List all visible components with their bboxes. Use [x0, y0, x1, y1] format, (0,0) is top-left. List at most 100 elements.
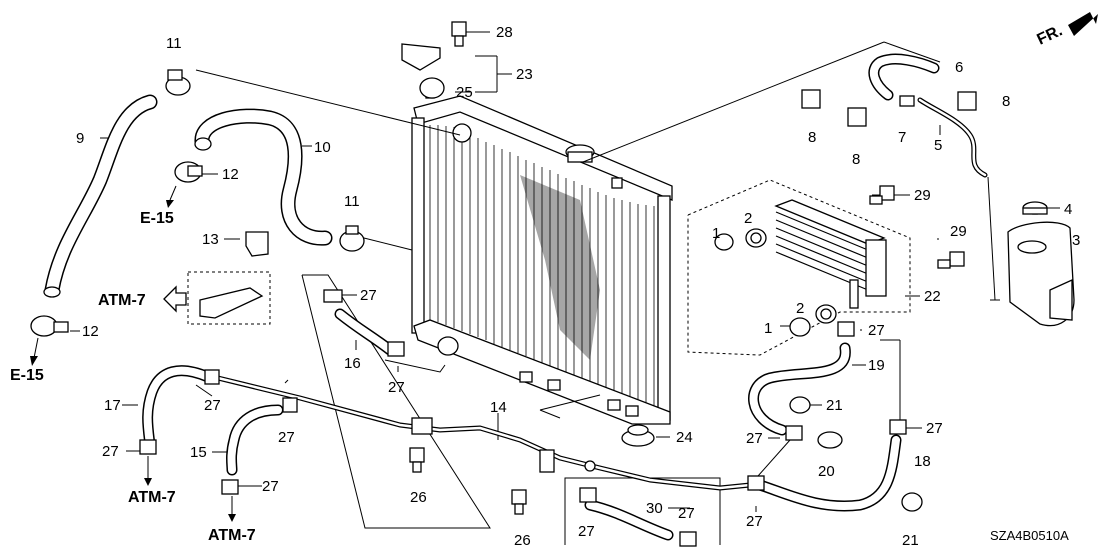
radiator-boss — [607, 399, 621, 411]
hose-6 — [868, 53, 940, 101]
cushion-24 — [621, 424, 655, 447]
callout-8: 8 — [808, 129, 816, 146]
callout-1: 1 — [712, 225, 720, 242]
ref-atm7-hose15: ATM-7 — [208, 527, 256, 544]
hose-17 — [142, 365, 214, 451]
cap-4 — [1022, 201, 1048, 215]
callout-27: 27 — [746, 513, 763, 530]
ref-atm7-arrow: ATM-7 — [98, 292, 146, 309]
oil-cooler-22 — [774, 199, 887, 309]
callout-27: 27 — [868, 322, 885, 339]
callout-27: 27 — [926, 420, 943, 437]
reference-labels: E-15 E-15 ATM-7 ATM-7 ATM-7 — [10, 210, 256, 544]
callout-1: 1 — [764, 320, 772, 337]
e15-arrows — [30, 185, 236, 522]
bolts — [409, 21, 965, 515]
hose-10-upper-radiator — [194, 108, 333, 246]
callout-27: 27 — [262, 478, 279, 495]
front-arrow: FR. — [1035, 12, 1098, 49]
front-label: FR. — [1035, 22, 1066, 48]
callout-21: 21 — [902, 532, 919, 549]
callout-12: 12 — [82, 323, 99, 340]
callout-14: 14 — [490, 399, 507, 416]
radiator-boss — [625, 405, 639, 417]
callout-11: 11 — [166, 35, 182, 52]
radiator-left-tank — [411, 117, 425, 334]
grommets-1-2 — [714, 228, 837, 337]
callout-19: 19 — [868, 357, 885, 374]
bracket-atm — [187, 271, 271, 325]
callout-6: 6 — [955, 59, 963, 76]
callout-12: 12 — [222, 166, 239, 183]
leader-lines — [70, 31, 1070, 545]
clamp-12-upper — [174, 161, 203, 183]
callout-21: 21 — [826, 397, 843, 414]
callout-5: 5 — [934, 137, 942, 154]
callout-13: 13 — [202, 231, 219, 248]
bracket-23 — [401, 43, 445, 99]
ref-e15-lower: E-15 — [10, 367, 44, 384]
callout-8: 8 — [852, 151, 860, 168]
callout-27: 27 — [360, 287, 377, 304]
callout-29: 29 — [950, 223, 967, 240]
radiator-filler-neck — [567, 151, 593, 163]
callout-24: 24 — [676, 429, 693, 446]
callout-8: 8 — [1002, 93, 1010, 110]
hose-16 — [334, 308, 396, 356]
callout-25: 25 — [456, 84, 473, 101]
clamp-27-set — [139, 289, 907, 547]
radiator-assembly — [411, 85, 673, 425]
radiator-right-tank — [657, 195, 671, 421]
ref-e15-upper: E-15 — [140, 210, 174, 227]
radiator-core — [429, 125, 655, 414]
reserve-tank-3 — [1007, 221, 1075, 327]
radiator-shading — [520, 175, 600, 360]
radiator-boss — [547, 379, 561, 391]
callout-27: 27 — [278, 429, 295, 446]
callout-2: 2 — [796, 300, 804, 317]
callout-4: 4 — [1064, 201, 1072, 218]
callout-2: 2 — [744, 210, 752, 227]
callout-17: 17 — [104, 397, 121, 414]
radiator-lower-outlet — [437, 336, 459, 356]
clamps-20-21 — [789, 396, 923, 512]
hose-5 — [917, 97, 988, 178]
callout-27: 27 — [102, 443, 119, 460]
callout-26: 26 — [514, 532, 531, 549]
callout-26: 26 — [410, 489, 427, 506]
callout-30: 30 — [646, 500, 663, 517]
callout-9: 9 — [76, 130, 84, 147]
callout-23: 23 — [516, 66, 533, 83]
radiator-bottom-tank — [413, 319, 671, 425]
clamp-12-lower — [30, 315, 69, 337]
callout-11: 11 — [344, 193, 360, 210]
callout-28: 28 — [496, 24, 513, 41]
callout-27: 27 — [388, 379, 405, 396]
ref-atm7-hose17: ATM-7 — [128, 489, 176, 506]
callout-numbers: 1 1 2 2 3 4 5 6 7 8 8 8 9 10 11 11 12 12… — [76, 24, 1080, 549]
atm7-arrow — [163, 285, 187, 313]
callout-3: 3 — [1072, 232, 1080, 249]
callout-10: 10 — [314, 139, 331, 156]
callout-20: 20 — [818, 463, 835, 480]
hose-15 — [226, 404, 284, 476]
bracket-13 — [245, 231, 269, 257]
callout-29: 29 — [914, 187, 931, 204]
clips-8 — [801, 89, 977, 127]
hose-9-lower-radiator — [43, 94, 158, 298]
radiator-boss — [611, 177, 623, 189]
radiator-upper-outlet — [452, 123, 472, 143]
hose-18 — [754, 434, 902, 512]
hose-19 — [748, 342, 851, 436]
callout-27: 27 — [204, 397, 221, 414]
callout-27: 27 — [746, 430, 763, 447]
callout-7: 7 — [898, 129, 906, 146]
clamp-11-top — [165, 69, 191, 96]
callout-27: 27 — [678, 505, 695, 522]
diagram-code: SZA4B0510A — [990, 528, 1069, 543]
callout-22: 22 — [924, 288, 941, 305]
hose-30 — [584, 499, 674, 541]
clamp-11-mid — [339, 225, 365, 252]
callout-15: 15 — [190, 444, 207, 461]
